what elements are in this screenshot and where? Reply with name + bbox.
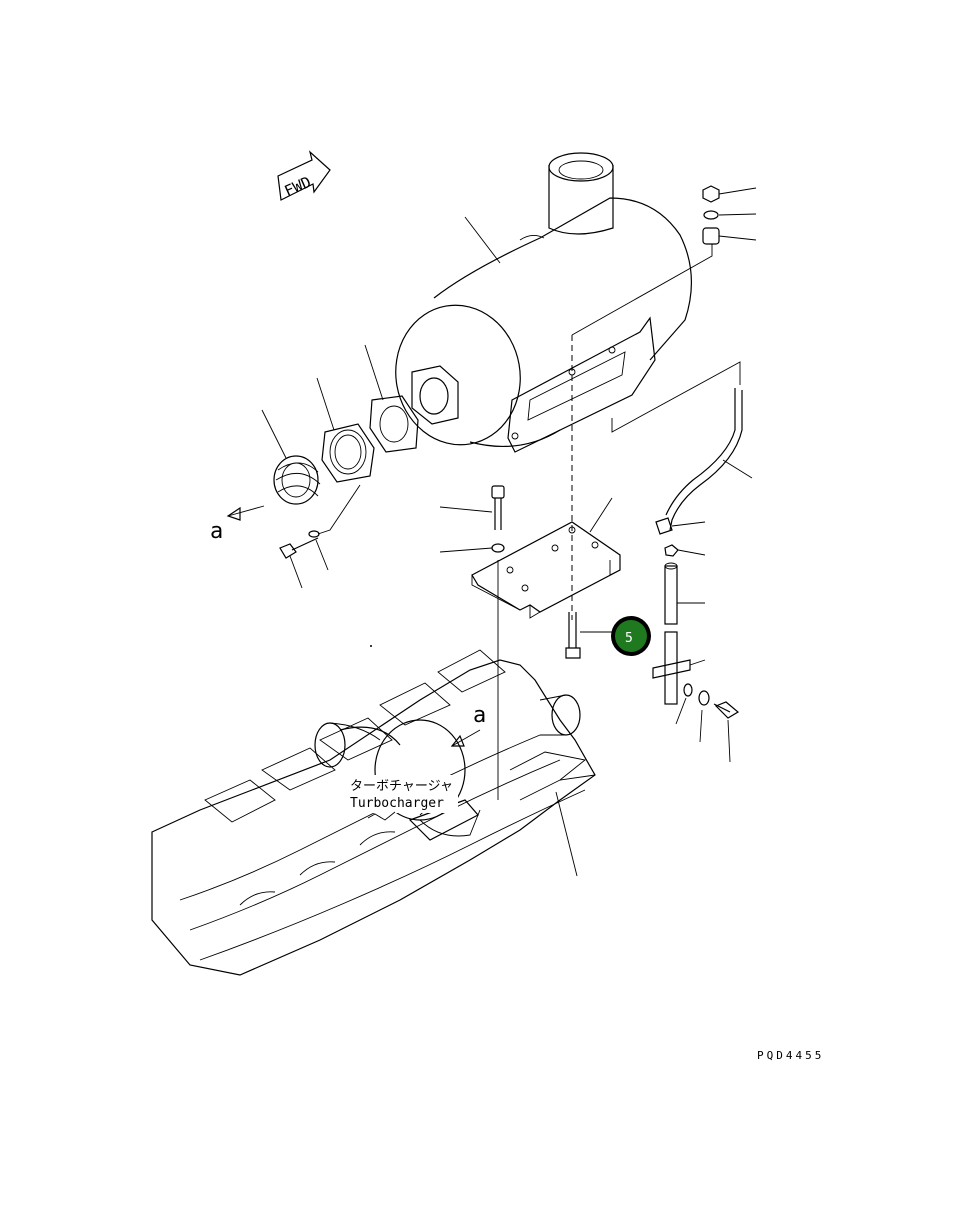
callout-5[interactable]: 5 <box>611 616 651 656</box>
mounting-bracket <box>471 497 621 619</box>
muffler <box>395 152 692 453</box>
turbo-label-jp: ターボチャージャ <box>350 779 453 794</box>
engine-block <box>151 649 596 976</box>
callout-5-number: 5 <box>625 631 633 646</box>
drain-tube-assembly <box>611 361 753 763</box>
drawing-number: PQD4455 <box>757 1049 824 1062</box>
turbocharger: a ターボチャージャ Turbocharger <box>314 703 486 841</box>
bracket-bolts-left <box>439 485 505 800</box>
fwd-label: FWD <box>282 173 314 200</box>
view-letter-a-left: a <box>210 519 223 544</box>
top-right-hardware <box>571 185 757 336</box>
leader-muffler <box>464 216 501 264</box>
callout-5-fill <box>615 620 647 652</box>
bolt-item-5 <box>565 612 613 659</box>
leader-manifold <box>555 791 578 877</box>
exhaust-flange-parts: a <box>210 344 419 589</box>
view-letter-a-engine: a <box>473 703 486 728</box>
turbo-label-en: Turbocharger <box>350 796 444 811</box>
fwd-arrow: FWD <box>277 150 331 201</box>
